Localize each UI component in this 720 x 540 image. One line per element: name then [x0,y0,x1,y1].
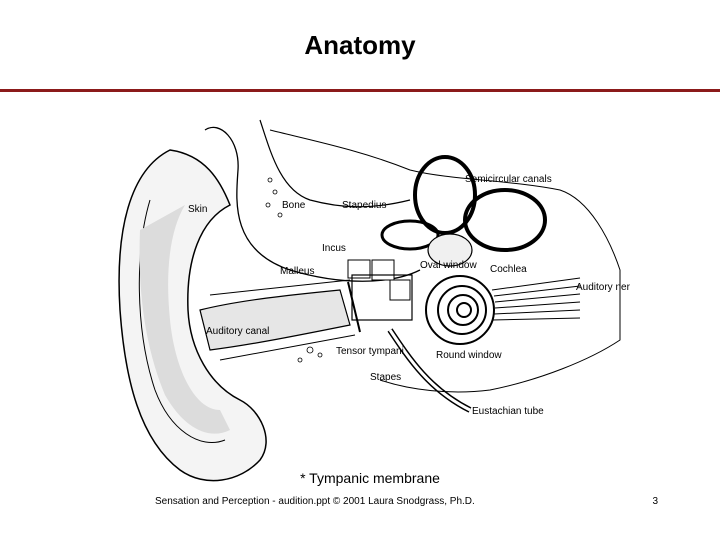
label-stapes: Stapes [370,372,401,383]
stapes-shape [389,279,411,301]
middle-ear-cavity [351,274,413,321]
label-semicircular-canals: Semicircular canals [465,174,552,185]
label-oval-window: Oval window [420,260,477,271]
incus-shape [371,259,395,281]
canal-line-top [209,279,351,296]
label-stapedius: Stapedius [342,200,386,211]
eustachian-tube-inner [388,329,471,412]
semicircular-canal-1 [413,155,477,235]
label-auditory-nerve: Auditory nerve [576,282,630,293]
canal-line-bottom [219,334,356,361]
diagram-caption: * Tympanic membrane [300,470,440,486]
label-skin: Skin [188,204,207,215]
label-cochlea: Cochlea [490,264,527,275]
vestibule [427,233,473,267]
title-divider [0,89,720,92]
label-auditory-canal: Auditory canal [206,326,269,337]
semicircular-canal-2 [463,188,547,252]
label-round-window: Round window [436,350,502,361]
pinna-shading [139,205,230,434]
label-bone: Bone [282,200,306,211]
bone-outline [259,119,411,208]
footer-text: Sensation and Perception - audition.ppt … [155,496,475,507]
semicircular-canal-3 [380,219,440,251]
label-incus: Incus [322,243,346,254]
page-number: 3 [652,496,658,507]
cochlea-spiral [425,275,495,345]
slide-title: Anatomy [304,30,416,60]
malleus-shape [347,259,371,279]
ear-anatomy-diagram: Semicircular canals Skin Bone Stapedius … [118,119,630,482]
temporal-bone [269,129,621,393]
label-tensor-tympani: Tensor tympani [336,346,404,357]
skin-outline [204,126,421,282]
label-eustachian-tube: Eustachian tube [472,406,544,417]
label-malleus: Malleus [280,266,314,277]
auditory-canal-shape [199,289,351,351]
eustachian-tube-shape [387,328,472,413]
bone-specks [265,177,323,363]
auditory-nerve [491,277,581,321]
tympanic-membrane [347,281,361,333]
